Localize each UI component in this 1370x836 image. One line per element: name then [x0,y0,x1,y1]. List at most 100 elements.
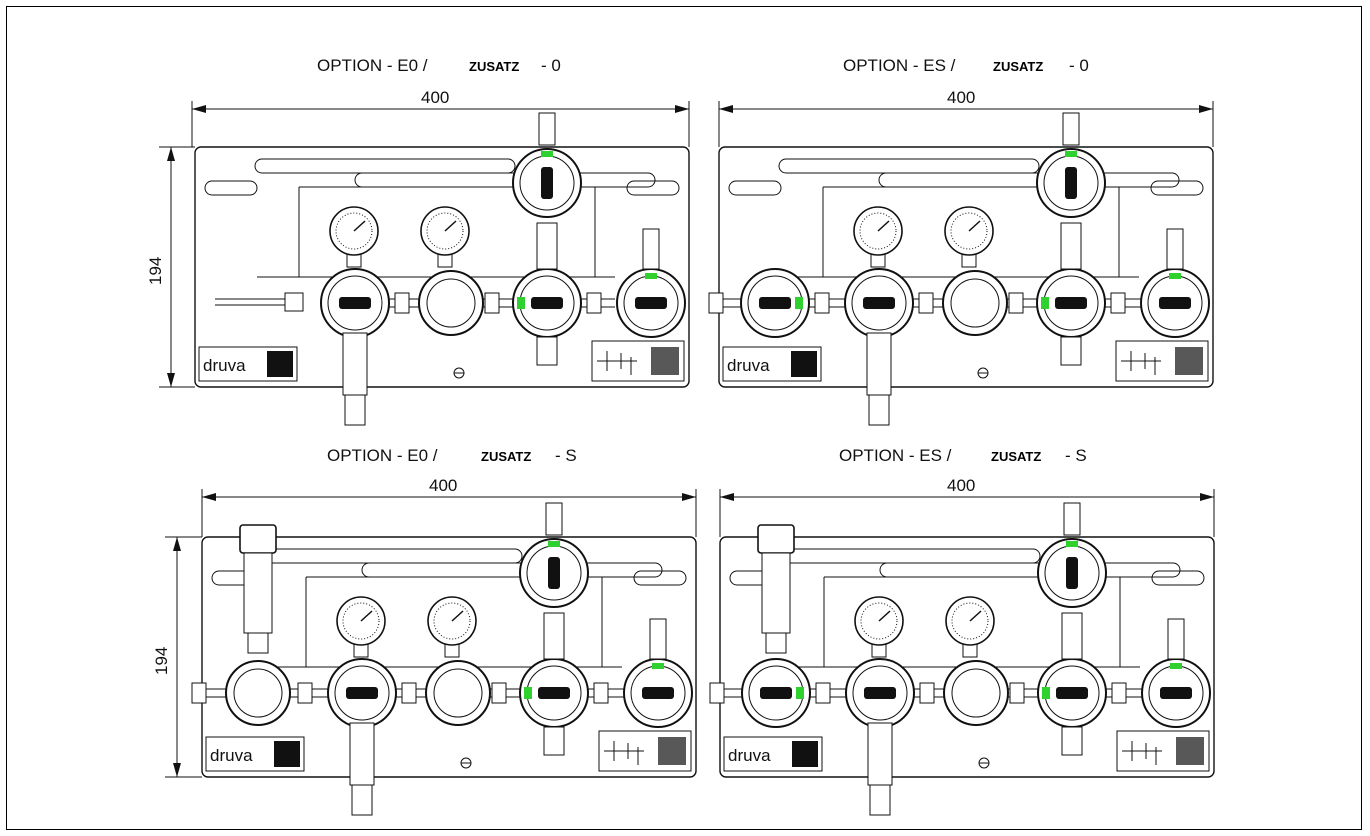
gauge [336,596,386,658]
qr-code [267,351,293,377]
pipe-fitting [491,682,507,704]
regulator-process-gas-left [741,658,811,728]
panel-e0-0: OPTION - E0 / ZUSATZ - 0 400 194 [146,56,690,426]
arrow-left-icon [192,105,206,113]
regulator-process-gas [1036,222,1106,366]
arrow-left-icon [202,493,216,501]
pipe-fitting [919,682,935,704]
brand-logo: druva [203,356,246,375]
regulator-eco-dosel [320,268,390,426]
regulator-top [1037,502,1107,608]
gauge [420,206,470,268]
panel-title-suffix: - S [1065,446,1087,465]
schematic-symbol [597,351,637,375]
panel-contour [257,186,615,278]
panel-title-prefix: OPTION - ES / [843,56,956,75]
regulator-purge-gas [623,618,693,728]
pipe-fitting [1009,682,1025,704]
pipe-fitting [1110,292,1126,314]
schematic-text-block [658,737,686,765]
gauge [853,206,903,268]
schematic-text-block [1175,347,1203,375]
regulator-process-gas-left [740,268,810,338]
regulator-process-gas [512,222,582,366]
gauge [329,206,379,268]
panel-title-zusatz: ZUSATZ [993,59,1043,74]
pipe-fitting [1111,682,1127,704]
regulator-process-gas [1037,612,1107,756]
regulator-eco-dosel [845,658,915,816]
panel-es-0: OPTION - ES / ZUSATZ - 0 400 [708,56,1214,426]
arrow-down-icon [173,763,181,777]
filter-housing [943,660,1009,726]
mounting-slot [728,180,782,196]
gauge [854,596,904,658]
panel-title-suffix: - S [555,446,577,465]
height-dimension-label: 194 [146,257,165,285]
arrow-right-icon [1199,105,1213,113]
filter-column [757,524,795,654]
filter-housing [942,270,1008,336]
filter-housing [418,270,484,336]
panel-title-suffix: - 0 [1069,56,1089,75]
mounting-slot [1151,570,1205,586]
gauge [945,596,995,658]
mounting-slot [1150,180,1204,196]
mounting-slot [626,180,680,196]
arrow-down-icon [167,373,175,387]
arrow-right-icon [682,493,696,501]
regulator-purge-gas [1141,618,1211,728]
panel-contour [781,186,1139,278]
schematic-symbol [1121,351,1161,375]
panel-title-zusatz: ZUSATZ [991,449,1041,464]
arrow-left-icon [719,105,733,113]
pipe-fitting [708,292,724,314]
pipe-fitting [297,682,313,704]
arrow-up-icon [167,147,175,161]
pipe-fitting [815,682,831,704]
technical-drawing: OPTION - E0 / ZUSATZ - 0 400 194 [146,56,1215,816]
pipe-fitting [284,292,304,312]
qr-code [791,351,817,377]
schematic-text-block [651,347,679,375]
brand-logo: druva [210,746,253,765]
panel-es-s: OPTION - ES / ZUSATZ - S 400 [709,446,1215,816]
pipe-fitting [401,682,417,704]
pipe-fitting [586,292,602,314]
pipe-fitting [191,682,207,704]
panel-title-prefix: OPTION - ES / [839,446,952,465]
regulator-top [1036,112,1106,218]
pipe-fitting [918,292,934,314]
arrow-right-icon [675,105,689,113]
pipe-fitting [593,682,609,704]
width-dimension-label: 400 [947,88,975,107]
brand-logo: druva [727,356,770,375]
regulator-purge-gas [1140,228,1210,338]
width-dimension-label: 400 [421,88,449,107]
mounting-slot [633,570,687,586]
schematic-text-block [1176,737,1204,765]
regulator-purge-gas [616,228,686,338]
pipe-fitting [394,292,410,314]
filter-housing [425,660,491,726]
pipe-fitting [709,682,725,704]
panel-title-zusatz: ZUSATZ [469,59,519,74]
pipe-fitting [484,292,500,314]
schematic-symbol [1122,741,1162,765]
drawing-frame: OPTION - E0 / ZUSATZ - 0 400 194 [6,6,1362,830]
schematic-symbol [604,741,644,765]
gauge [427,596,477,658]
regulator-eco-dosel [327,658,397,816]
regulator-eco-dosel [844,268,914,426]
filter-column [239,524,277,654]
gauge [944,206,994,268]
regulator-top [512,112,582,218]
panel-title-suffix: - 0 [541,56,561,75]
width-dimension-label: 400 [947,476,975,495]
panel-title-prefix: OPTION - E0 / [327,446,438,465]
panel-title-prefix: OPTION - E0 / [317,56,428,75]
pipe-fitting [1008,292,1024,314]
brand-logo: druva [728,746,771,765]
arrow-left-icon [720,493,734,501]
width-dimension-label: 400 [429,476,457,495]
